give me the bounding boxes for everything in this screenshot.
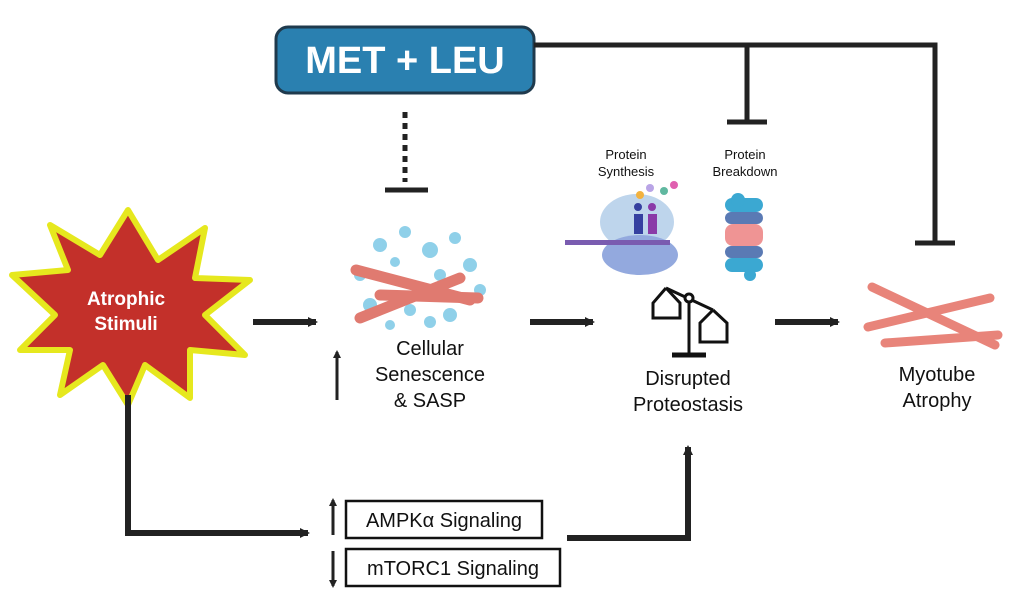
- svg-text:Atrophy: Atrophy: [903, 390, 972, 412]
- svg-text:Senescence: Senescence: [375, 364, 485, 386]
- flow-arrows: [125, 317, 840, 541]
- svg-text:Myotube: Myotube: [899, 364, 976, 386]
- svg-text:mTORC1 Signaling: mTORC1 Signaling: [367, 558, 539, 580]
- svg-text:Breakdown: Breakdown: [712, 164, 777, 179]
- atrophy-label: Myotube Atrophy: [899, 364, 976, 412]
- protein-synthesis-label: Protein Synthesis: [598, 147, 655, 179]
- balance-scale-icon: [651, 286, 729, 358]
- mtorc1-signaling-box: mTORC1 Signaling: [344, 547, 562, 588]
- ampk-signaling-box: AMPKα Signaling: [344, 499, 544, 540]
- proteostasis-label: Disrupted Proteostasis: [633, 368, 743, 416]
- met-leu-box: MET + LEU: [274, 25, 536, 95]
- inhibition-lines: [385, 42, 955, 246]
- atrophic-stimuli-star: Atrophic Stimuli: [9, 207, 253, 408]
- senescence-illustration: [350, 226, 486, 330]
- svg-text:& SASP: & SASP: [394, 390, 466, 412]
- proteasome-icon: [725, 193, 763, 281]
- myotube-illustration: [863, 282, 1003, 350]
- svg-text:Proteostasis: Proteostasis: [633, 394, 743, 416]
- senescence-label: Cellular Senescence & SASP: [375, 338, 485, 412]
- svg-text:Protein: Protein: [724, 147, 765, 162]
- svg-text:Synthesis: Synthesis: [598, 164, 655, 179]
- met-leu-label: MET + LEU: [305, 40, 505, 82]
- protein-breakdown-label: Protein Breakdown: [712, 147, 777, 179]
- svg-text:Cellular: Cellular: [396, 338, 464, 360]
- stimulus-label-line2: Stimuli: [94, 314, 157, 335]
- stimulus-label-line1: Atrophic: [87, 289, 166, 310]
- svg-text:Protein: Protein: [605, 147, 646, 162]
- svg-text:AMPKα Signaling: AMPKα Signaling: [366, 510, 522, 532]
- svg-text:Disrupted: Disrupted: [645, 368, 731, 390]
- ribosome-icon: [565, 181, 678, 275]
